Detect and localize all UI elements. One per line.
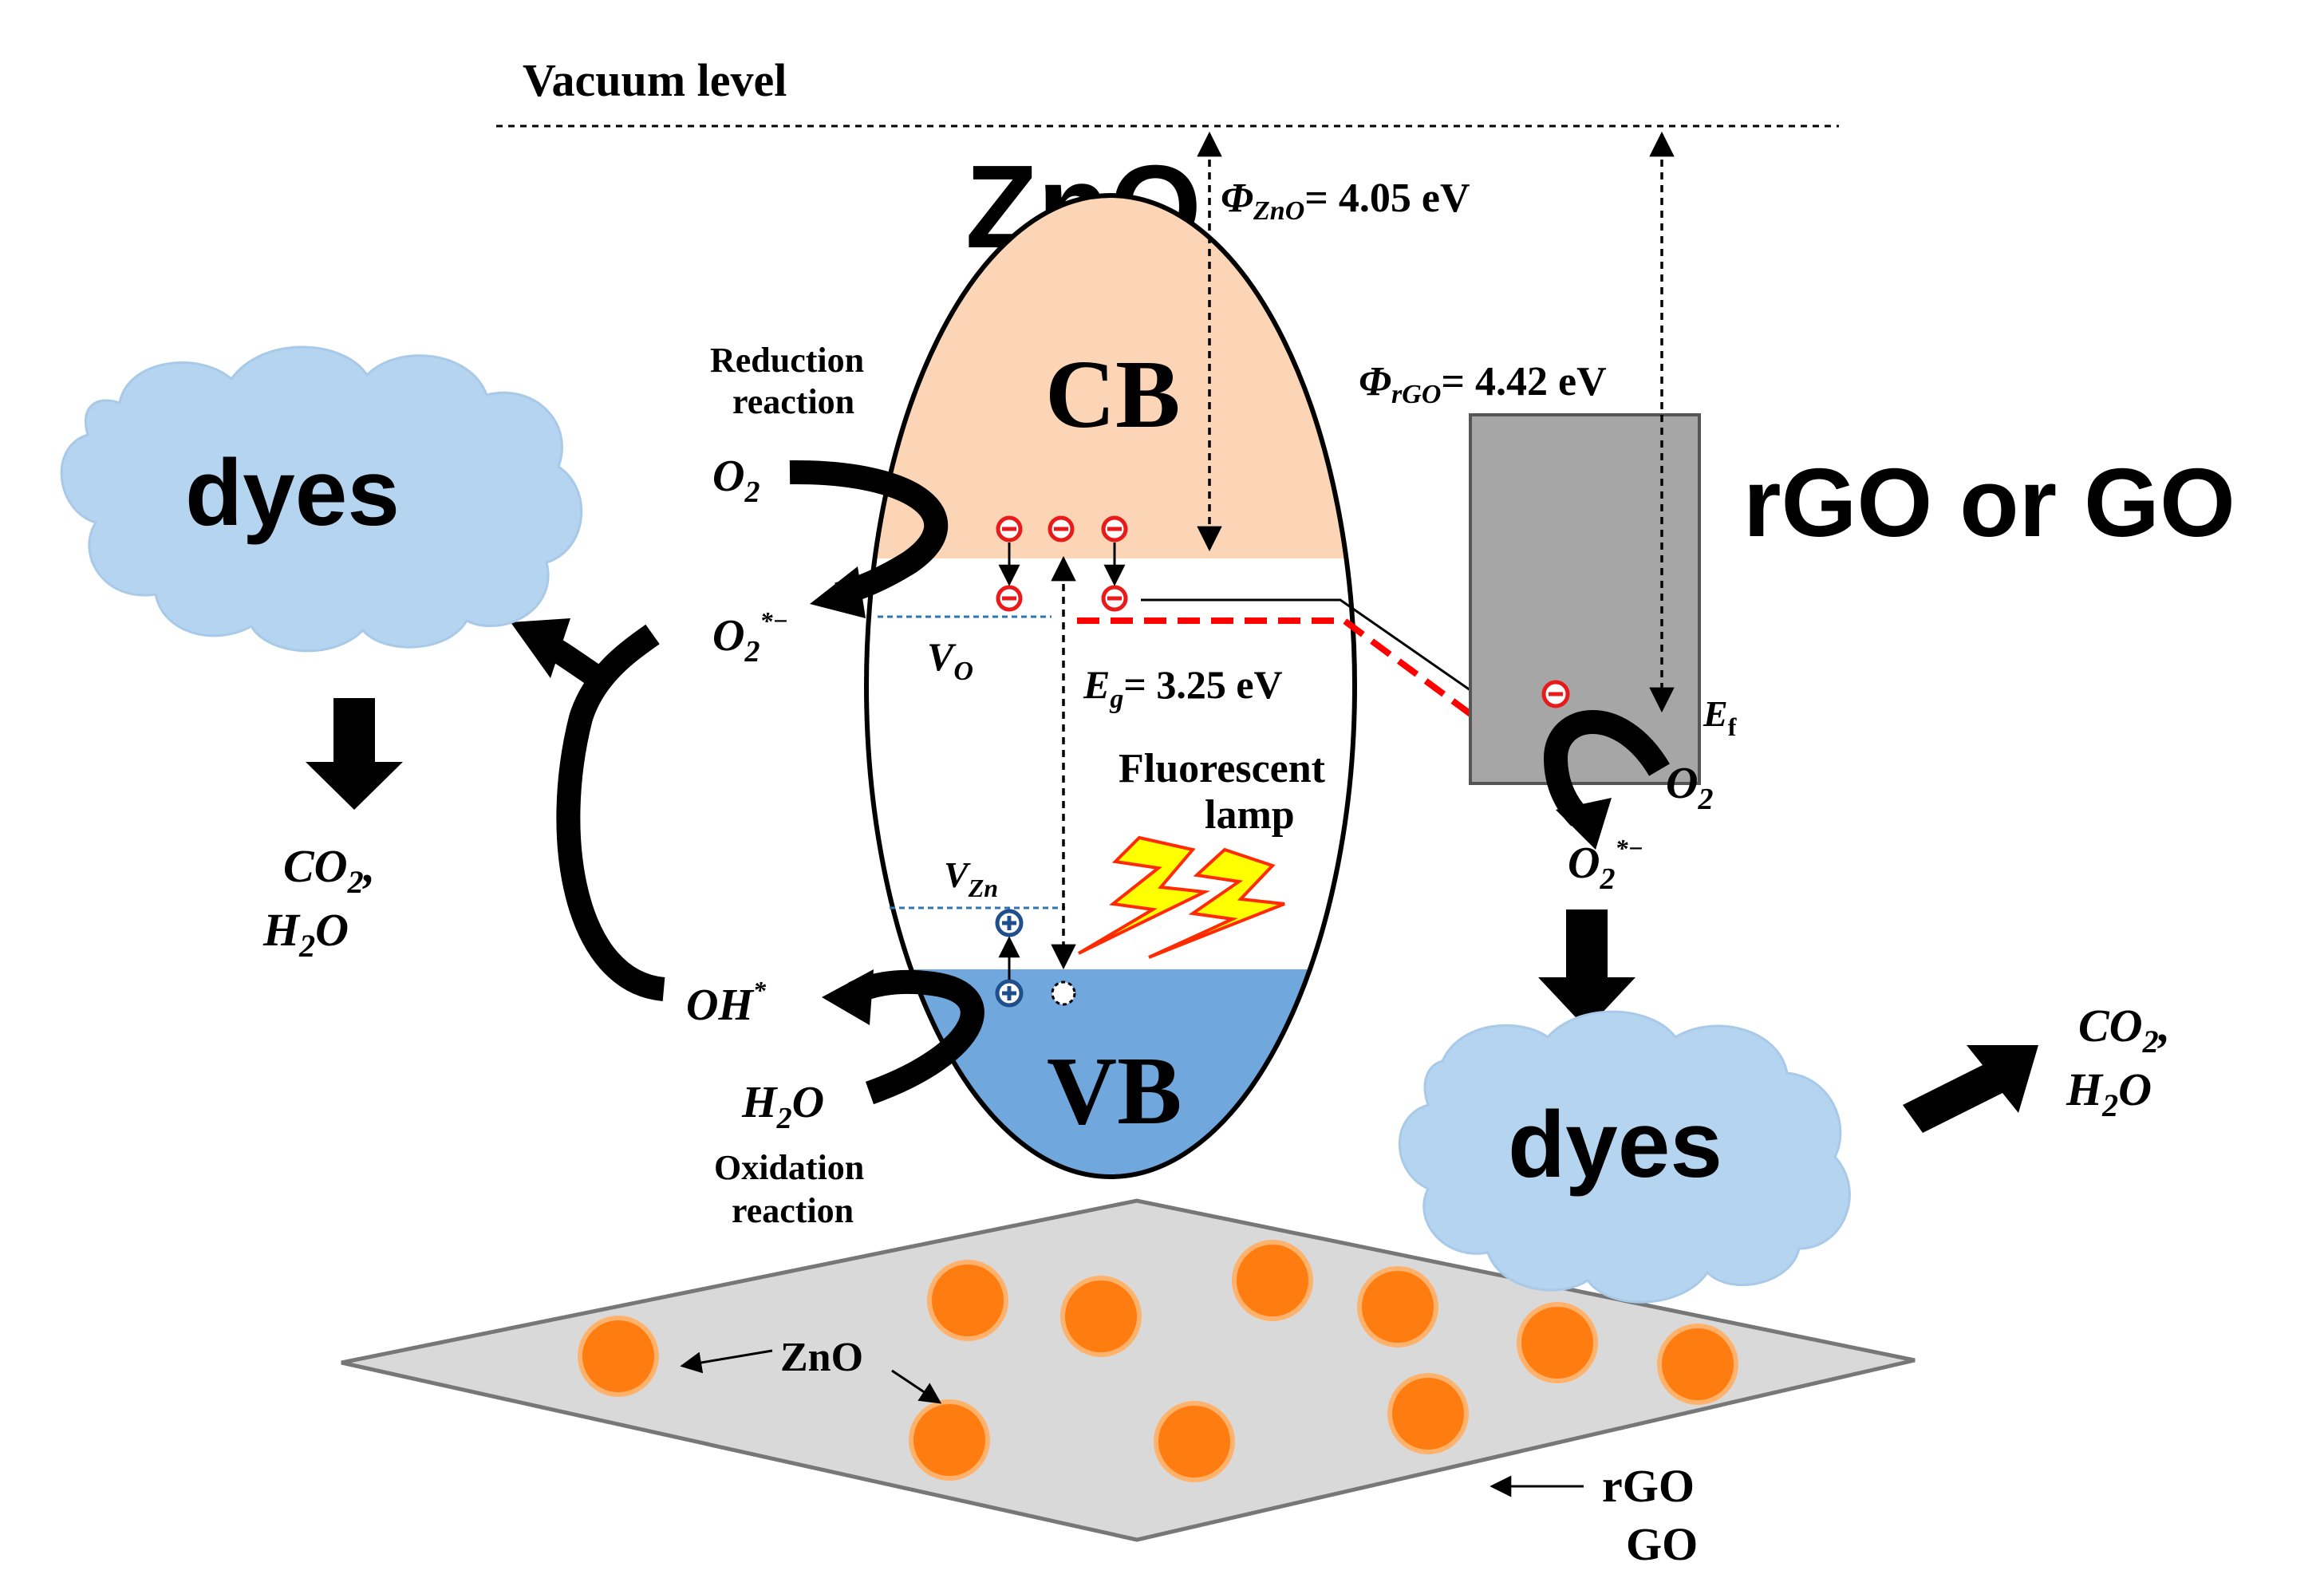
o2-radical-right-label: O2*− [1568,834,1643,896]
empty-hole-site [1051,980,1076,1006]
sheet-go-label: GO [1626,1518,1698,1570]
cb-label: CB [1045,341,1180,448]
dyes-right-label: dyes [1508,1092,1722,1197]
dyes-right-product-arrow [1903,1045,2038,1133]
hole [995,909,1024,937]
electron [996,515,1023,543]
hole [995,979,1024,1008]
phi-zno-label: ΦZnO= 4.05 eV [1221,176,1470,226]
vacuum-level-label: Vacuum level [523,54,787,106]
band-gap [866,558,1355,969]
electron [1048,515,1075,543]
electron [1541,680,1570,708]
lamp-line1: Fluorescent [1119,746,1326,791]
h2o-reactant-label: H2O [741,1078,824,1135]
o2-left-label: O2 [712,452,760,509]
zno-nanoparticles [578,1240,1738,1482]
products-right-line1: CO2, [2078,1000,2170,1059]
dyes-cloud-left [60,345,583,653]
dyes-left-label: dyes [185,440,400,546]
o2-right-label: O2 [1666,759,1713,816]
nanoparticle [927,1260,1008,1341]
reduction-curved-arrow [789,460,949,618]
oxidation-curved-arrow [822,969,984,1105]
dyes-left-down-arrow [306,698,403,810]
cb-electrons [996,515,1128,612]
nanoparticle [1154,1401,1235,1482]
electron [1101,515,1128,543]
oxidation-line1: Oxidation [714,1148,864,1187]
lamp-line2: lamp [1205,792,1295,838]
products-left-line1: CO2, [283,840,375,900]
dyes-cloud-right [1398,1010,1851,1304]
rgo-reduction-curved-arrow [1543,710,1670,850]
vo-label: VO [927,634,973,686]
nanoparticle [1060,1276,1142,1357]
phi-rgo-label: ΦrGO= 4.42 eV [1359,359,1607,409]
nanoparticle [1387,1373,1469,1454]
vb-label: VB [1047,1037,1182,1145]
sheet-zno-arrow-2 [891,1369,942,1404]
products-left-line2: H2O [262,904,349,964]
electron [996,585,1023,612]
ef-label: Ef [1703,693,1737,741]
sheet-rgo-label: rGO [1602,1460,1695,1512]
sheet-zno-label: ZnO [780,1335,863,1380]
electron [1101,585,1128,612]
vzn-label: VZn [944,854,998,902]
o2-radical-down-arrow [1538,909,1635,1029]
sheet-zno-arrow-1 [680,1349,773,1374]
nanoparticle [1657,1324,1738,1405]
vb-holes [995,909,1076,1008]
oh-radical-label: OH* [686,976,767,1030]
zno-particle-outline [864,193,1357,1179]
o2-radical-left-label: O2*− [712,606,788,669]
nanoparticle [909,1399,990,1481]
products-right-line2: H2O [2066,1063,2152,1123]
nanoparticle [1357,1266,1438,1347]
rgo-or-go-label: rGO or GO [1743,448,2235,557]
nanoparticle [1517,1302,1598,1383]
lightning-icon [1077,835,1285,959]
eg-label: Eg= 3.25 eV [1083,662,1283,714]
reduction-line1: Reduction [710,341,864,380]
nanoparticle [1232,1240,1313,1321]
radical-to-dyes-arrow [511,618,666,1001]
oxidation-line2: reaction [732,1191,854,1230]
reduction-line2: reaction [732,382,854,421]
nanoparticle [578,1316,659,1397]
